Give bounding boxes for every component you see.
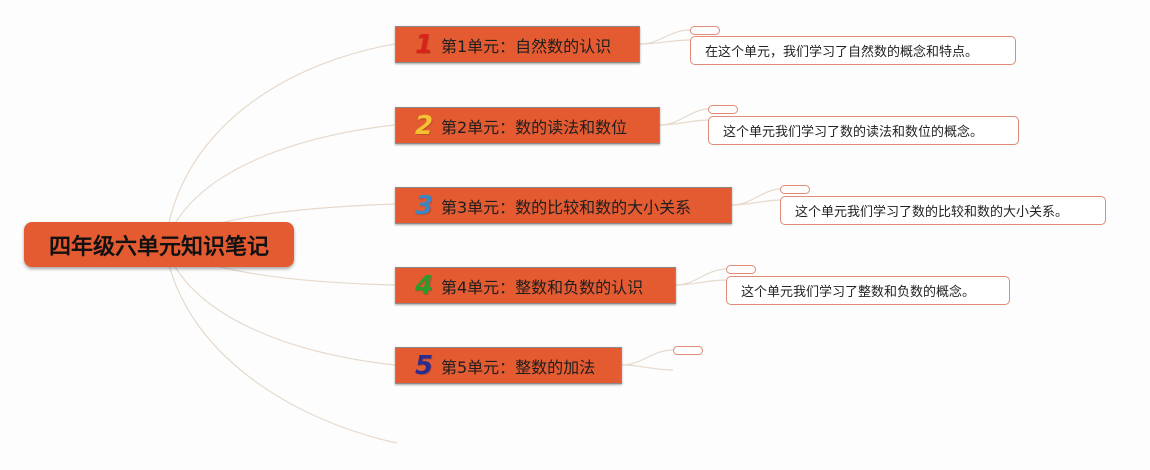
unit-1-note-tag[interactable] — [690, 26, 720, 35]
connector-note-3b — [731, 199, 783, 206]
root-node[interactable]: 四年级六单元知识笔记 — [24, 222, 294, 267]
unit-5-node[interactable]: 5 第5单元：整数的加法 — [395, 347, 622, 384]
connector-note-4b — [675, 279, 728, 286]
unit-3-node[interactable]: 3 第3单元：数的比较和数的大小关系 — [395, 187, 732, 224]
unit-3-number-icon: 3 — [414, 190, 434, 221]
unit-4-number-icon: 4 — [414, 270, 434, 301]
unit-5-note-tag[interactable] — [673, 346, 703, 355]
connector-root-1 — [164, 43, 396, 246]
unit-1-note[interactable]: 在这个单元，我们学习了自然数的概念和特点。 — [690, 36, 1016, 65]
unit-3-note-text: 这个单元我们学习了数的比较和数的大小关系。 — [795, 205, 1069, 220]
unit-1-node[interactable]: 1 第1单元：自然数的认识 — [395, 26, 640, 63]
unit-2-note-text: 这个单元我们学习了数的读法和数位的概念。 — [723, 125, 984, 140]
unit-4-note-text: 这个单元我们学习了整数和负数的概念。 — [741, 285, 976, 300]
connector-note-5b — [621, 364, 674, 371]
unit-2-note[interactable]: 这个单元我们学习了数的读法和数位的概念。 — [708, 116, 1019, 145]
unit-5-number-icon: 5 — [414, 350, 434, 381]
unit-3-note-tag[interactable] — [780, 185, 810, 194]
unit-1-title: 第1单元：自然数的认识 — [441, 36, 612, 56]
unit-1-note-text: 在这个单元，我们学习了自然数的概念和特点。 — [705, 45, 979, 60]
unit-2-node[interactable]: 2 第2单元：数的读法和数位 — [395, 107, 660, 144]
unit-3-note[interactable]: 这个单元我们学习了数的比较和数的大小关系。 — [780, 196, 1106, 225]
unit-4-note[interactable]: 这个单元我们学习了整数和负数的概念。 — [726, 276, 1010, 305]
connector-root-6 — [164, 244, 398, 444]
connector-note-2b — [659, 119, 711, 126]
connector-root-5 — [164, 244, 396, 366]
connector-root-2 — [164, 124, 396, 246]
unit-5-title: 第5单元：整数的加法 — [441, 357, 596, 377]
unit-2-title: 第2单元：数的读法和数位 — [441, 117, 628, 137]
connector-note-1b — [639, 39, 693, 45]
unit-1-number-icon: 1 — [414, 29, 434, 60]
unit-2-number-icon: 2 — [414, 110, 434, 141]
unit-4-title: 第4单元：整数和负数的认识 — [441, 277, 644, 297]
unit-2-note-tag[interactable] — [708, 105, 738, 114]
unit-4-node[interactable]: 4 第4单元：整数和负数的认识 — [395, 267, 676, 304]
root-title: 四年级六单元知识笔记 — [48, 234, 269, 260]
unit-3-title: 第3单元：数的比较和数的大小关系 — [441, 197, 692, 217]
unit-4-note-tag[interactable] — [726, 265, 756, 274]
connector-note-5 — [621, 349, 674, 366]
